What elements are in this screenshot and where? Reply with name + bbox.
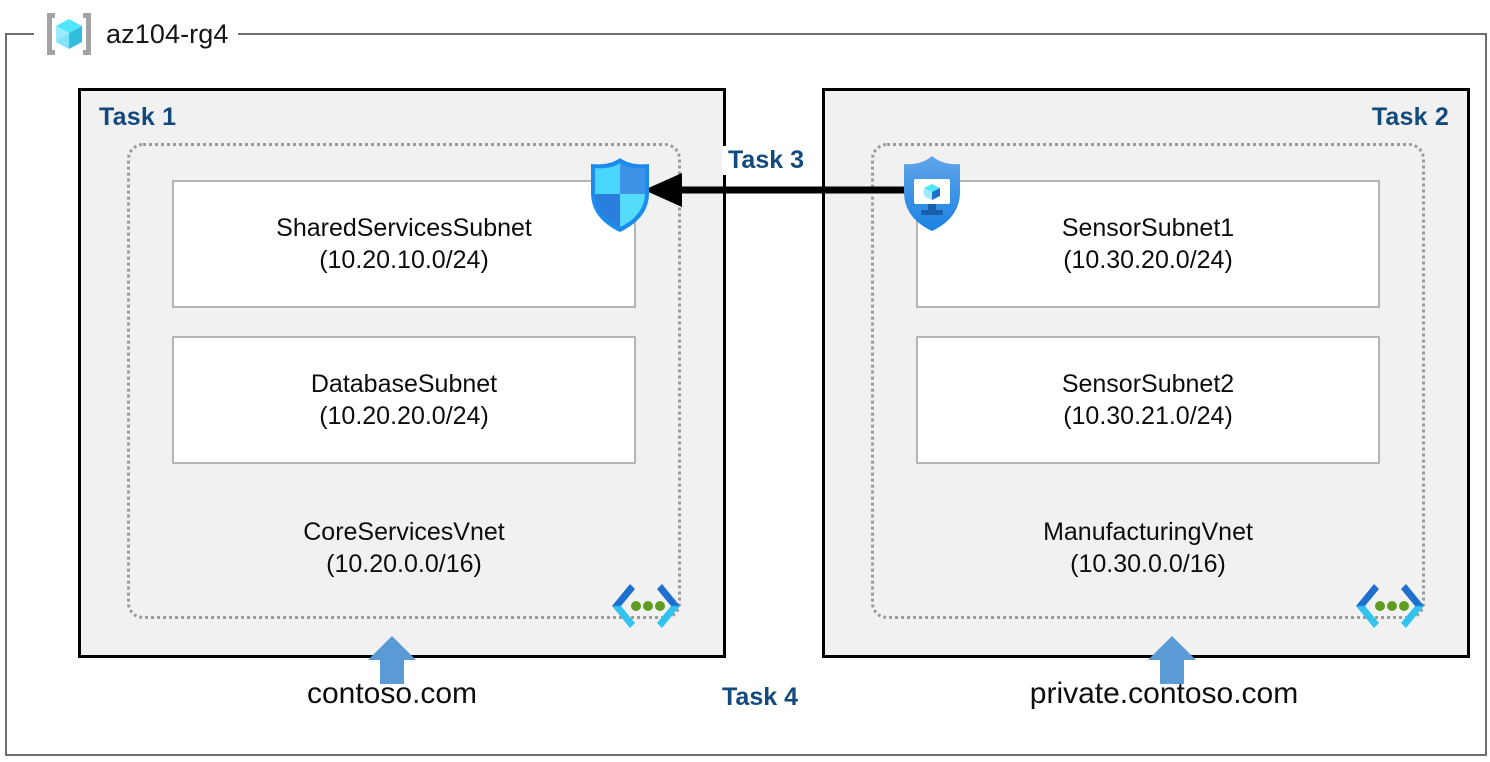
virtual-machine-shield-icon — [897, 152, 967, 234]
arrow-left-icon — [640, 168, 922, 212]
resource-group-name: az104-rg4 — [106, 18, 229, 49]
subnet-cidr: (10.20.10.0/24) — [319, 246, 489, 274]
subnet-sensor1[interactable]: SensorSubnet1 (10.30.20.0/24) — [916, 180, 1380, 308]
task-4-label: Task 4 — [722, 683, 798, 711]
subnet-name: SensorSubnet1 — [1061, 213, 1235, 242]
vnet-label: ManufacturingVnet (10.30.0.0/16) — [874, 516, 1422, 580]
subnet-cidr: (10.30.20.0/24) — [1063, 246, 1233, 274]
task-3-label: Task 3 — [722, 146, 810, 175]
up-arrow-icon — [366, 634, 418, 684]
subnet-name: SharedServicesSubnet — [276, 213, 532, 242]
vnet-cidr: (10.30.0.0/16) — [1070, 550, 1226, 578]
vnet-name: CoreServicesVnet — [303, 518, 505, 546]
vnet-cidr: (10.20.0.0/16) — [326, 550, 482, 578]
subnet-cidr: (10.20.20.0/24) — [319, 402, 489, 430]
subnet-sharedservices[interactable]: SharedServicesSubnet (10.20.10.0/24) — [172, 180, 636, 308]
vnet-manufacturing[interactable]: SensorSubnet1 (10.30.20.0/24) SensorSubn… — [871, 143, 1425, 628]
virtual-network-icon — [1352, 580, 1428, 632]
task-1-label: Task 1 — [99, 103, 177, 131]
vnet-name: ManufacturingVnet — [1043, 518, 1253, 546]
resource-group-frame — [5, 33, 1487, 756]
vnet-coreservices[interactable]: SharedServicesSubnet (10.20.10.0/24) Dat… — [127, 143, 681, 628]
up-arrow-icon — [1146, 634, 1198, 684]
resource-group-header: az104-rg4 — [34, 6, 239, 62]
subnet-database[interactable]: DatabaseSubnet (10.20.20.0/24) — [172, 336, 636, 464]
subnet-name: DatabaseSubnet — [310, 369, 498, 398]
network-security-group-shield-icon — [583, 155, 657, 235]
task-2-label: Task 2 — [1371, 103, 1449, 131]
subnet-name: SensorSubnet2 — [1061, 369, 1235, 398]
vnet-label: CoreServicesVnet (10.20.0.0/16) — [130, 516, 678, 580]
resource-group-icon — [42, 9, 96, 59]
subnet-sensor2[interactable]: SensorSubnet2 (10.30.21.0/24) — [916, 336, 1380, 464]
subnet-cidr: (10.30.21.0/24) — [1063, 402, 1233, 430]
virtual-network-icon — [608, 580, 684, 632]
